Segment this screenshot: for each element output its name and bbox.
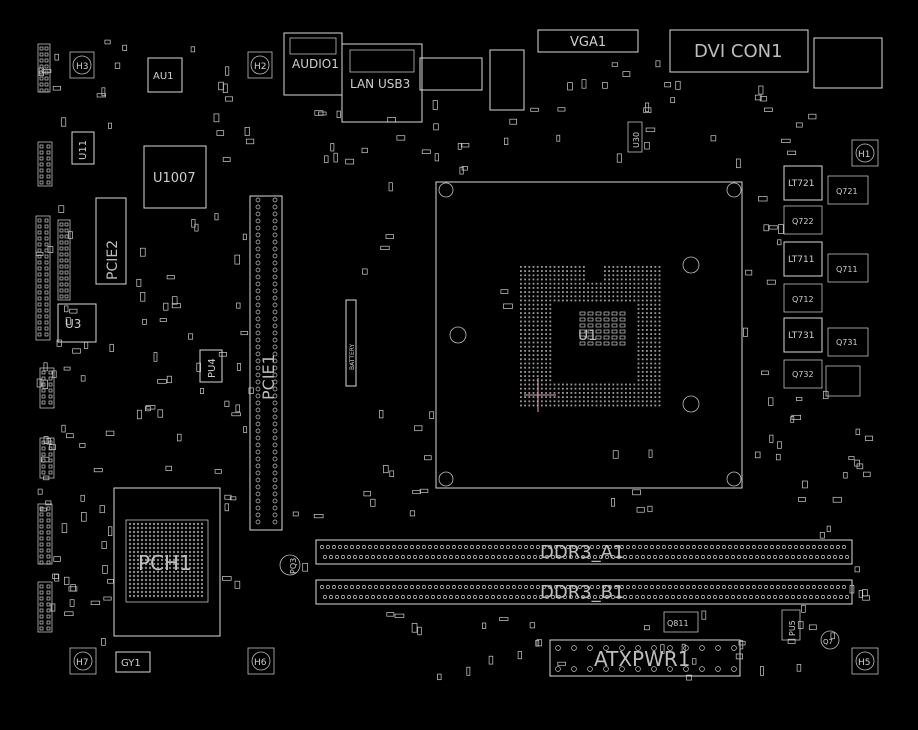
- pcie2-slot: PCIE2: [95, 197, 127, 285]
- chip-u11: U11: [71, 131, 95, 165]
- lan-usb-label: LAN USB3: [350, 77, 410, 91]
- dvi-connector: DVI CON1: [669, 29, 809, 73]
- mounting-holes: H3 H2 H1 H5 H6 H7: [69, 51, 879, 675]
- vrm-section: LT721 Q721 Q722 LT711 Q711 Q712 LT731 Q7…: [783, 165, 869, 397]
- u1-label: U1: [578, 328, 597, 344]
- ddr3-b1-label: DDR3_B1: [540, 582, 624, 603]
- usb-connector: [419, 57, 483, 91]
- pq3-label: PQ3: [289, 558, 298, 574]
- atx-power-connector: ATXPWR1: [549, 639, 741, 677]
- passive-components: [35, 39, 873, 681]
- q722-label: Q722: [792, 217, 814, 226]
- h1-label: H1: [858, 150, 871, 160]
- ddr3-a1-label: DDR3_A1: [540, 542, 624, 563]
- atxpwr1-label: ATXPWR1: [594, 647, 691, 671]
- chip-q7: Q7: [820, 630, 840, 650]
- chip-q811: Q811: [663, 611, 699, 633]
- q711-label: Q711: [836, 265, 858, 274]
- audio-codec-au1: AU1: [147, 57, 183, 93]
- h6-label: H6: [254, 658, 267, 668]
- u30-label: U30: [632, 132, 641, 148]
- au1-label: AU1: [153, 71, 174, 82]
- lt731-label: LT731: [788, 331, 814, 341]
- pch1-label: PCH1: [138, 551, 192, 575]
- lt721-label: LT721: [788, 179, 814, 189]
- vga-connector: VGA1: [537, 29, 639, 53]
- pu5-label: PU5: [788, 620, 797, 636]
- h5-label: H5: [858, 658, 871, 668]
- audio1-label: AUDIO1: [292, 57, 339, 71]
- usb-connector-2: [489, 49, 525, 111]
- q731-label: Q731: [836, 338, 858, 347]
- q732-label: Q732: [792, 370, 814, 379]
- pcie1-label: PCIE1: [259, 354, 278, 400]
- pch-chip: PCH1: [113, 487, 221, 637]
- q721-label: Q721: [836, 187, 858, 196]
- battery-label: BATTERY: [349, 343, 356, 370]
- h7-label: H7: [76, 658, 89, 668]
- q712-label: Q712: [792, 295, 814, 304]
- u3-label: U3: [65, 317, 81, 331]
- pu4-label: PU4: [207, 358, 218, 378]
- chip-pu5: PU5: [781, 609, 801, 641]
- audio-connector: AUDIO1: [283, 32, 343, 96]
- dvi-label: DVI CON1: [694, 41, 783, 62]
- h3-label: H3: [76, 62, 89, 72]
- ddr3-a1-slot: DDR3_A1: [315, 539, 853, 565]
- top-right-connector: [813, 37, 883, 89]
- u1007-label: U1007: [153, 171, 196, 186]
- ddr3-b1-slot: DDR3_B1: [315, 579, 853, 605]
- crystal-gy1: GY1: [115, 651, 151, 673]
- lt711-label: LT711: [788, 255, 814, 265]
- pcie2-label: PCIE2: [105, 240, 121, 280]
- gy1-label: GY1: [121, 658, 141, 669]
- chip-pq3: PQ3: [279, 554, 301, 576]
- chip-u30: U30: [627, 121, 643, 153]
- battery: BATTERY: [345, 299, 357, 387]
- chip-u3: U3: [57, 303, 97, 343]
- h2-label: H2: [254, 62, 267, 72]
- cpu-socket-u1: U1: [435, 181, 743, 489]
- q811-label: Q811: [667, 619, 689, 628]
- lan-usb-connector: LAN USB3: [341, 43, 423, 123]
- chip-u1007: U1007: [143, 145, 207, 209]
- u11-label: U11: [78, 140, 89, 160]
- q7-label: Q7: [823, 638, 833, 646]
- vga1-label: VGA1: [570, 35, 606, 50]
- chip-pu4: PU4: [199, 349, 223, 383]
- pcie1-slot: PCIE1: [249, 195, 283, 531]
